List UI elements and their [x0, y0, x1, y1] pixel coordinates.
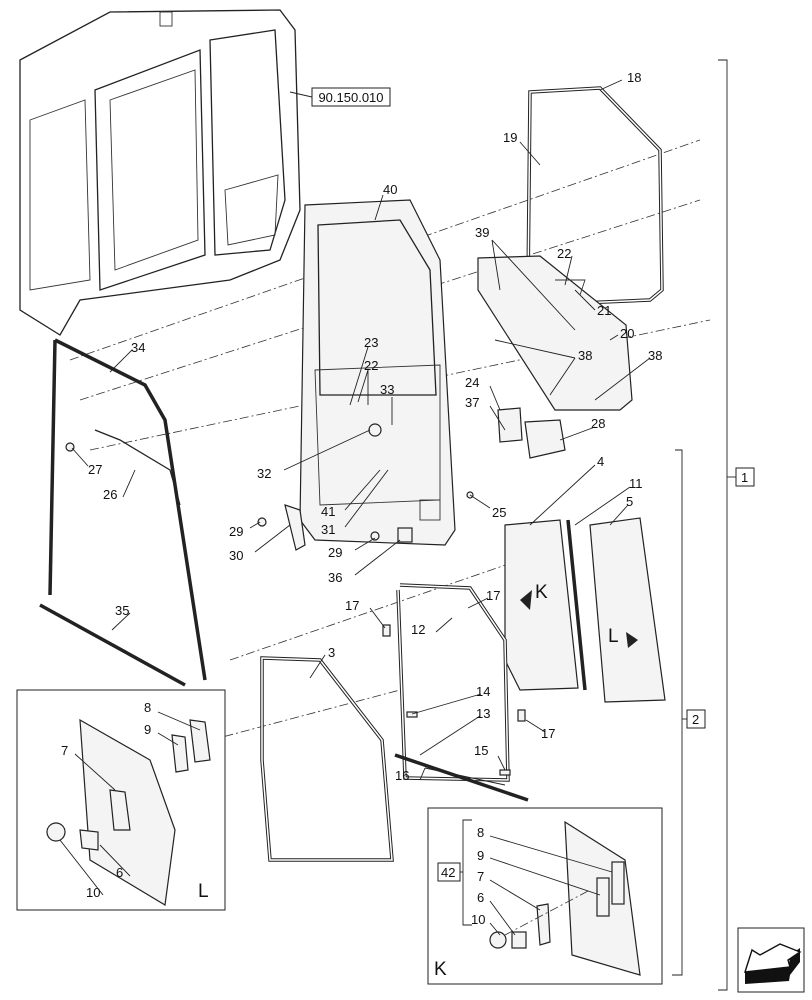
assembly-2-box[interactable]: 2 [692, 712, 699, 727]
callout[interactable]: 28 [591, 416, 605, 431]
callout[interactable]: 29 [229, 524, 243, 539]
strip-11 [566, 519, 587, 691]
callout[interactable]: 12 [411, 622, 425, 637]
seal-34 [54, 338, 207, 681]
callout[interactable]: 41 [321, 504, 335, 519]
seal-12 [396, 583, 510, 782]
pads-16-17 [382, 624, 526, 776]
view-l-label: L [608, 626, 619, 647]
callout[interactable]: 21 [597, 303, 611, 318]
callout[interactable]: 3 [328, 645, 335, 660]
callout[interactable]: 16 [395, 768, 409, 783]
callout[interactable]: 20 [620, 326, 634, 341]
reference-box [311, 87, 391, 107]
bracket-1 [718, 59, 728, 991]
callout[interactable]: 38 [648, 348, 662, 363]
callout[interactable]: 18 [627, 70, 641, 85]
inset-l-labels: 8 9 7 6 10 L [61, 700, 209, 902]
callout[interactable]: 33 [380, 382, 394, 397]
callout[interactable]: 22 [557, 246, 571, 261]
callout[interactable]: 6 [116, 865, 123, 880]
cab-frame [19, 9, 301, 336]
inset-view-l-label: L [198, 881, 209, 902]
callout[interactable]: 37 [465, 395, 479, 410]
callout[interactable]: 9 [477, 848, 484, 863]
arrow-back-icon[interactable] [737, 927, 805, 993]
view-l-arrow-icon [626, 632, 638, 648]
inset-k-labels: 8 9 7 6 10 42 K [434, 825, 485, 980]
reference-label[interactable]: 90.150.010 [318, 90, 383, 105]
callout[interactable]: 22 [364, 358, 378, 373]
assembly-1-box[interactable]: 1 [741, 470, 748, 485]
glass-4 [504, 519, 579, 691]
callout[interactable]: 13 [476, 706, 490, 721]
callout[interactable]: 25 [492, 505, 506, 520]
callout[interactable]: 5 [626, 494, 633, 509]
callout[interactable]: 19 [503, 130, 517, 145]
callout[interactable]: 9 [144, 722, 151, 737]
callout[interactable]: 31 [321, 522, 335, 537]
rod-26 [94, 429, 181, 506]
callout[interactable]: 40 [383, 182, 397, 197]
bracket-2 [672, 449, 683, 976]
view-k-label: K [535, 582, 548, 603]
callout[interactable]: 36 [328, 570, 342, 585]
seal-3 [260, 656, 394, 862]
callout[interactable]: 30 [229, 548, 243, 563]
callout[interactable]: 8 [144, 700, 151, 715]
callout[interactable]: 17 [486, 588, 500, 603]
strip-35 [39, 603, 186, 687]
glass-5 [589, 517, 666, 703]
callout[interactable]: 7 [477, 869, 484, 884]
callout[interactable]: 29 [328, 545, 342, 560]
callouts: 18 19 40 39 22 21 20 38 38 34 23 22 33 2… [88, 70, 748, 783]
view-k-arrow-icon [520, 590, 532, 610]
callout[interactable]: 10 [471, 912, 485, 927]
inset-view-k-label: K [434, 959, 447, 980]
callout[interactable]: 7 [61, 743, 68, 758]
callout[interactable]: 15 [474, 743, 488, 758]
leader-lines [59, 79, 651, 936]
strip-13 [394, 753, 529, 802]
callout[interactable]: 24 [465, 375, 479, 390]
latch-parts [65, 407, 566, 551]
callout[interactable]: 23 [364, 335, 378, 350]
kit-42-box[interactable]: 42 [441, 865, 455, 880]
callout[interactable]: 4 [597, 454, 604, 469]
callout[interactable]: 10 [86, 885, 100, 900]
callout[interactable]: 14 [476, 684, 490, 699]
callout[interactable]: 35 [115, 603, 129, 618]
callout[interactable]: 8 [477, 825, 484, 840]
callout[interactable]: 17 [541, 726, 555, 741]
door-40 [299, 199, 456, 546]
callout[interactable]: 32 [257, 466, 271, 481]
callout[interactable]: 6 [477, 890, 484, 905]
glass-20 [477, 255, 633, 411]
callout[interactable]: 11 [629, 476, 643, 491]
callout[interactable]: 17 [345, 598, 359, 613]
callout[interactable]: 34 [131, 340, 145, 355]
callout[interactable]: 26 [103, 487, 117, 502]
callout[interactable]: 27 [88, 462, 102, 477]
callout[interactable]: 38 [578, 348, 592, 363]
callout[interactable]: 39 [475, 225, 489, 240]
